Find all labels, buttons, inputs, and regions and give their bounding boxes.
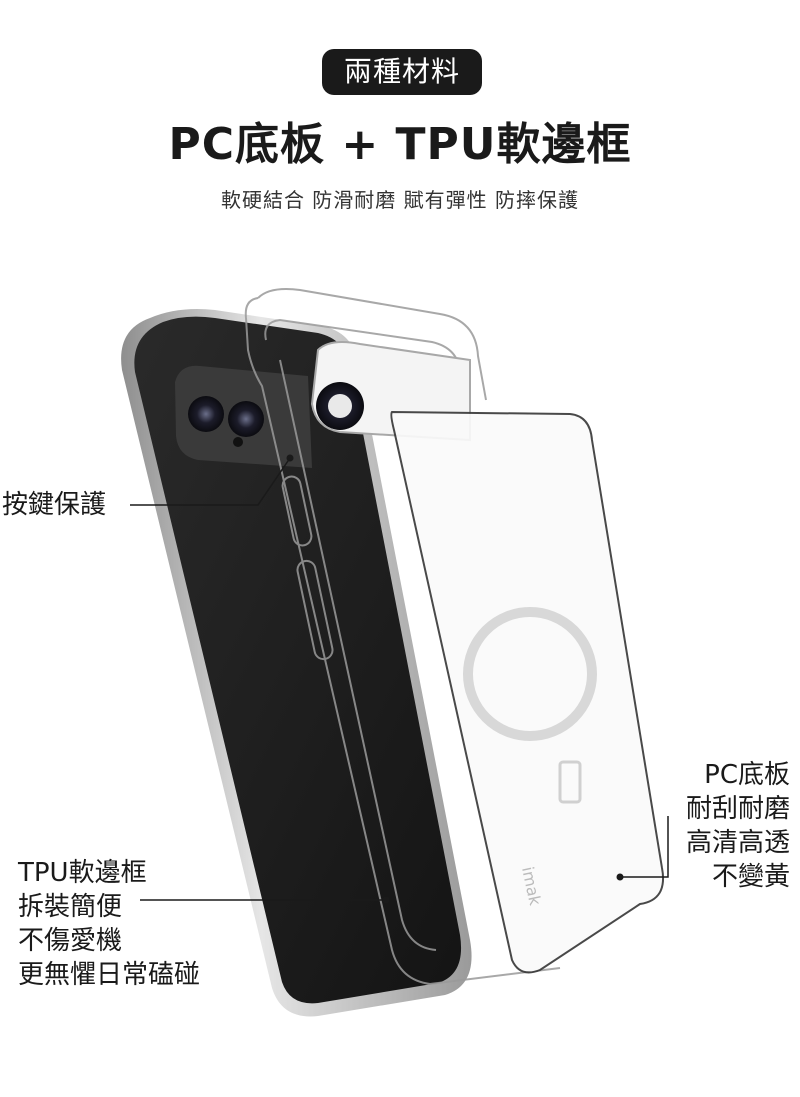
leader-dot	[286, 454, 294, 462]
callout-pc-plate: PC底板 耐刮耐磨 高清高透 不變黃	[640, 758, 790, 894]
callout-line: 不傷愛機	[18, 926, 123, 956]
callout-line: 拆裝簡便	[18, 892, 123, 922]
callout-line: 按鍵保護	[2, 490, 107, 520]
callout-line: 高清高透	[685, 828, 790, 858]
callout-line: 耐刮耐磨	[685, 794, 790, 824]
callout-button-protection: 按鍵保護	[2, 488, 106, 522]
callout-line: TPU軟邊框	[18, 858, 147, 888]
camera-bar	[175, 365, 312, 468]
page-title: PC底板 + TPU軟邊框	[168, 119, 632, 170]
leader-dot	[382, 896, 390, 904]
callout-tpu-frame: TPU軟邊框 拆裝簡便 不傷愛機 更無懼日常磕碰	[18, 856, 200, 992]
pc-back-plate	[390, 410, 664, 974]
callout-line: 更無懼日常磕碰	[18, 960, 201, 990]
callout-line: 不變黃	[711, 862, 790, 892]
badge-text: 兩種材料	[343, 55, 460, 88]
header-badge: 兩種材料	[322, 49, 482, 95]
callout-line: PC底板	[704, 760, 790, 790]
leader-lines	[130, 457, 669, 901]
page-subtitle: 軟硬結合 防滑耐磨 賦有彈性 防摔保護	[220, 188, 580, 212]
leader-dot	[616, 873, 624, 881]
